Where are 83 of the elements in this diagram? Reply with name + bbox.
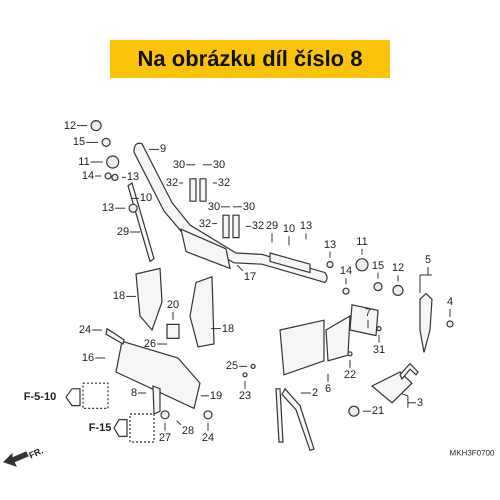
callout-number: 18: [222, 322, 234, 335]
callout-number: 13: [102, 202, 114, 214]
leader-line: [401, 393, 416, 408]
callout-number: 30: [208, 200, 220, 213]
leader-line: [172, 311, 174, 320]
callout-number: 21: [372, 405, 384, 418]
leader-line: [76, 125, 88, 126]
leader-line: [300, 392, 312, 394]
callout-number: 2: [312, 387, 318, 399]
leader-line: [288, 236, 290, 246]
leader-line: [176, 420, 182, 426]
callout-number: 14: [82, 170, 94, 182]
reference-label: F-5-10: [24, 391, 56, 404]
callout-number: 30: [172, 158, 186, 171]
callout-number: 24: [202, 432, 214, 444]
callout-number: 32: [252, 220, 264, 232]
callout-number: 29: [266, 220, 278, 232]
callout-number: 8: [130, 387, 138, 399]
reference-label: F-15: [88, 422, 112, 434]
leader-line: [148, 148, 160, 150]
leader-line: [212, 223, 218, 224]
callout-number: 3: [416, 396, 424, 409]
callout-number: 28: [182, 424, 194, 437]
callout-number: 26: [144, 338, 156, 350]
leader-line: [178, 182, 184, 184]
leader-line: [245, 226, 252, 227]
callout-number: 20: [166, 298, 180, 311]
callout-number: 22: [344, 368, 356, 381]
callout-number: 29: [116, 226, 130, 238]
callout-number: 32: [198, 218, 212, 230]
leader-line: [114, 208, 126, 209]
leader-line: [202, 164, 212, 166]
callout-number: 12: [392, 262, 404, 274]
leader-line: [232, 206, 242, 208]
leader-line: [420, 266, 432, 294]
callout-number: 25: [226, 360, 238, 372]
leader-line: [130, 198, 140, 199]
callout-number: 10: [282, 223, 296, 236]
callout-number: 11: [356, 236, 368, 248]
callout-number: 12: [64, 120, 76, 132]
callout-number: 16: [82, 352, 94, 364]
leader-line: [236, 264, 244, 272]
callout-number: 23: [238, 390, 252, 402]
leader-line: [86, 142, 99, 143]
callout-number: 31: [372, 344, 386, 356]
callout-number: 13: [324, 238, 336, 251]
callout-number: 30: [212, 158, 226, 171]
direction-label: FR.: [27, 446, 45, 461]
title-banner: Na obrázku díl číslo 8: [110, 40, 390, 78]
leader-line: [164, 422, 166, 432]
leader-line: [210, 328, 222, 330]
callout-number: 10: [140, 192, 152, 204]
callout-number: 15: [72, 136, 86, 148]
callout-number: 30: [242, 200, 256, 213]
leader-line: [138, 392, 147, 394]
callout-number: 7: [364, 307, 372, 320]
callout-number: 13: [300, 220, 312, 232]
leader-line: [378, 334, 380, 344]
callout-number: 24: [78, 324, 92, 336]
callout-number: 19: [210, 390, 222, 402]
leader-line: [126, 296, 137, 297]
leader-line: [212, 182, 218, 184]
leader-line: [186, 164, 196, 166]
callout-number: 5: [424, 254, 432, 266]
callout-number: 11: [78, 156, 90, 168]
callout-number: 15: [372, 260, 384, 272]
callout-number: 4: [446, 296, 454, 308]
leader-line: [121, 176, 126, 178]
leader-line: [220, 206, 231, 208]
figure-code: MKH3F0700: [450, 448, 494, 458]
callout-number: 27: [158, 432, 172, 444]
leader-line: [244, 380, 246, 390]
callout-number: 14: [340, 265, 352, 278]
callout-number: 32: [166, 177, 178, 189]
callout-number: 13: [126, 171, 140, 184]
callout-number: 17: [244, 270, 256, 283]
callout-number: 18: [112, 290, 126, 302]
leader-line: [362, 410, 372, 412]
leader-line: [238, 366, 248, 367]
leader-line: [200, 395, 210, 396]
callout-number: 32: [218, 177, 230, 189]
callout-number: 9: [160, 143, 166, 156]
callout-number: 6: [324, 382, 332, 395]
